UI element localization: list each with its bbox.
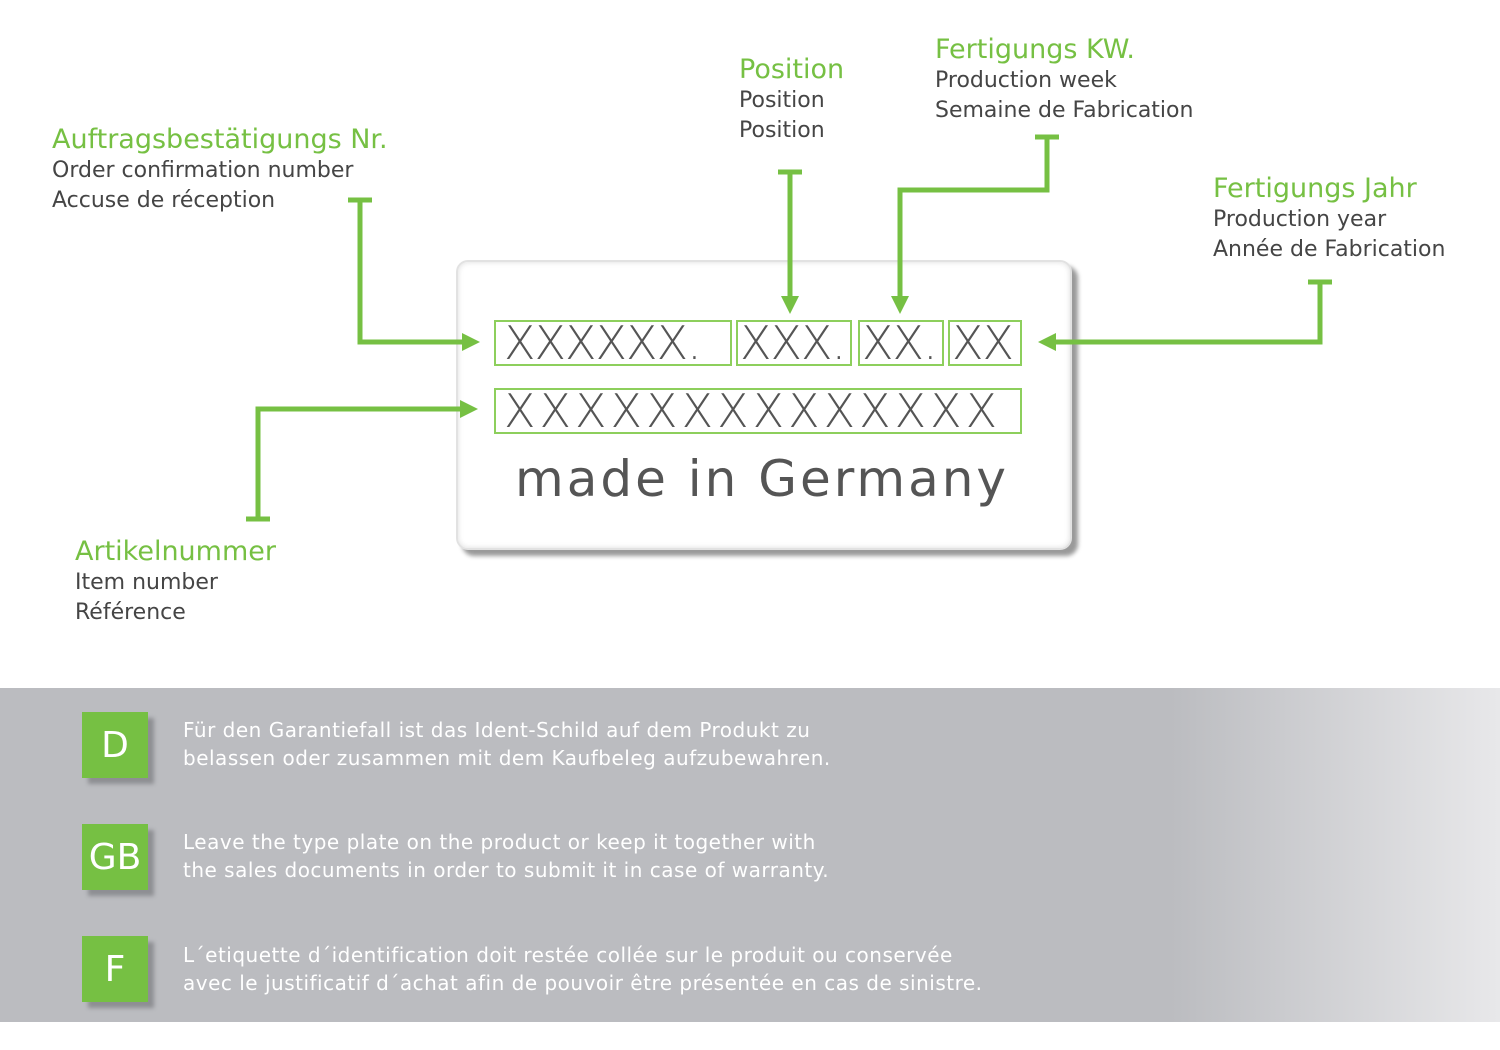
arrow-head [462,333,480,351]
note-line: the sales documents in order to submit i… [183,858,830,882]
connector-week [897,134,1059,300]
arrow-head [1038,333,1056,351]
label-position: Position Position Position [739,54,844,146]
order-field: XXXXXX. [494,320,732,366]
note-fr: L´etiquette d´identification doit restée… [183,941,983,997]
flag-gb: GB [82,824,148,890]
arrow-head [781,296,799,314]
made-in-germany: made in Germany [514,450,1010,508]
note-gb: Leave the type plate on the product or k… [183,828,829,884]
connector-year [1054,279,1332,345]
type-plate [456,260,1072,550]
year-field: XX [948,320,1022,366]
label-production-year: Fertigungs Jahr Production year Année de… [1213,173,1445,265]
week-field: XX. [858,320,944,366]
note-line: avec le justificatif d´achat afin de pou… [183,971,983,995]
label-en: Production year [1213,207,1387,232]
label-fr: Semaine de Fabrication [935,98,1194,123]
connector-item [246,406,464,522]
label-item-number: Artikelnummer Item number Référence [75,536,276,628]
label-title: Position [739,54,845,85]
flag-fr: F [82,936,148,1002]
flag-de: D [82,712,148,778]
note-line: L´etiquette d´identification doit restée… [183,943,953,967]
label-en: Item number [75,570,218,595]
label-order-confirmation: Auftragsbestätigungs Nr. Order confirmat… [52,124,388,216]
note-line: Leave the type plate on the product or k… [183,830,816,854]
label-fr: Position [739,118,825,143]
connector-lines [246,134,1332,522]
connector-order [348,197,466,345]
label-en: Order confirmation number [52,158,354,183]
note-line: Für den Garantiefall ist das Ident-Schil… [183,718,811,742]
label-fr: Référence [75,600,186,625]
label-en: Position [739,88,825,113]
arrow-head [460,400,478,418]
label-fr: Accuse de réception [52,188,276,213]
arrow-head [891,296,909,314]
note-de: Für den Garantiefall ist das Ident-Schil… [183,716,831,772]
label-title: Artikelnummer [75,536,276,567]
label-production-week: Fertigungs KW. Production week Semaine d… [935,34,1193,126]
warranty-notes-band [0,688,1500,1022]
position-field: XXX. [736,320,852,366]
label-title: Fertigungs KW. [935,34,1135,65]
connector-position [778,169,802,300]
label-title: Fertigungs Jahr [1213,173,1417,204]
note-line: belassen oder zusammen mit dem Kaufbeleg… [183,746,831,770]
item-field: XXXXXXXXXXXXXX [494,388,1022,434]
label-fr: Année de Fabrication [1213,237,1446,262]
label-title: Auftragsbestätigungs Nr. [52,124,388,155]
label-en: Production week [935,68,1117,93]
